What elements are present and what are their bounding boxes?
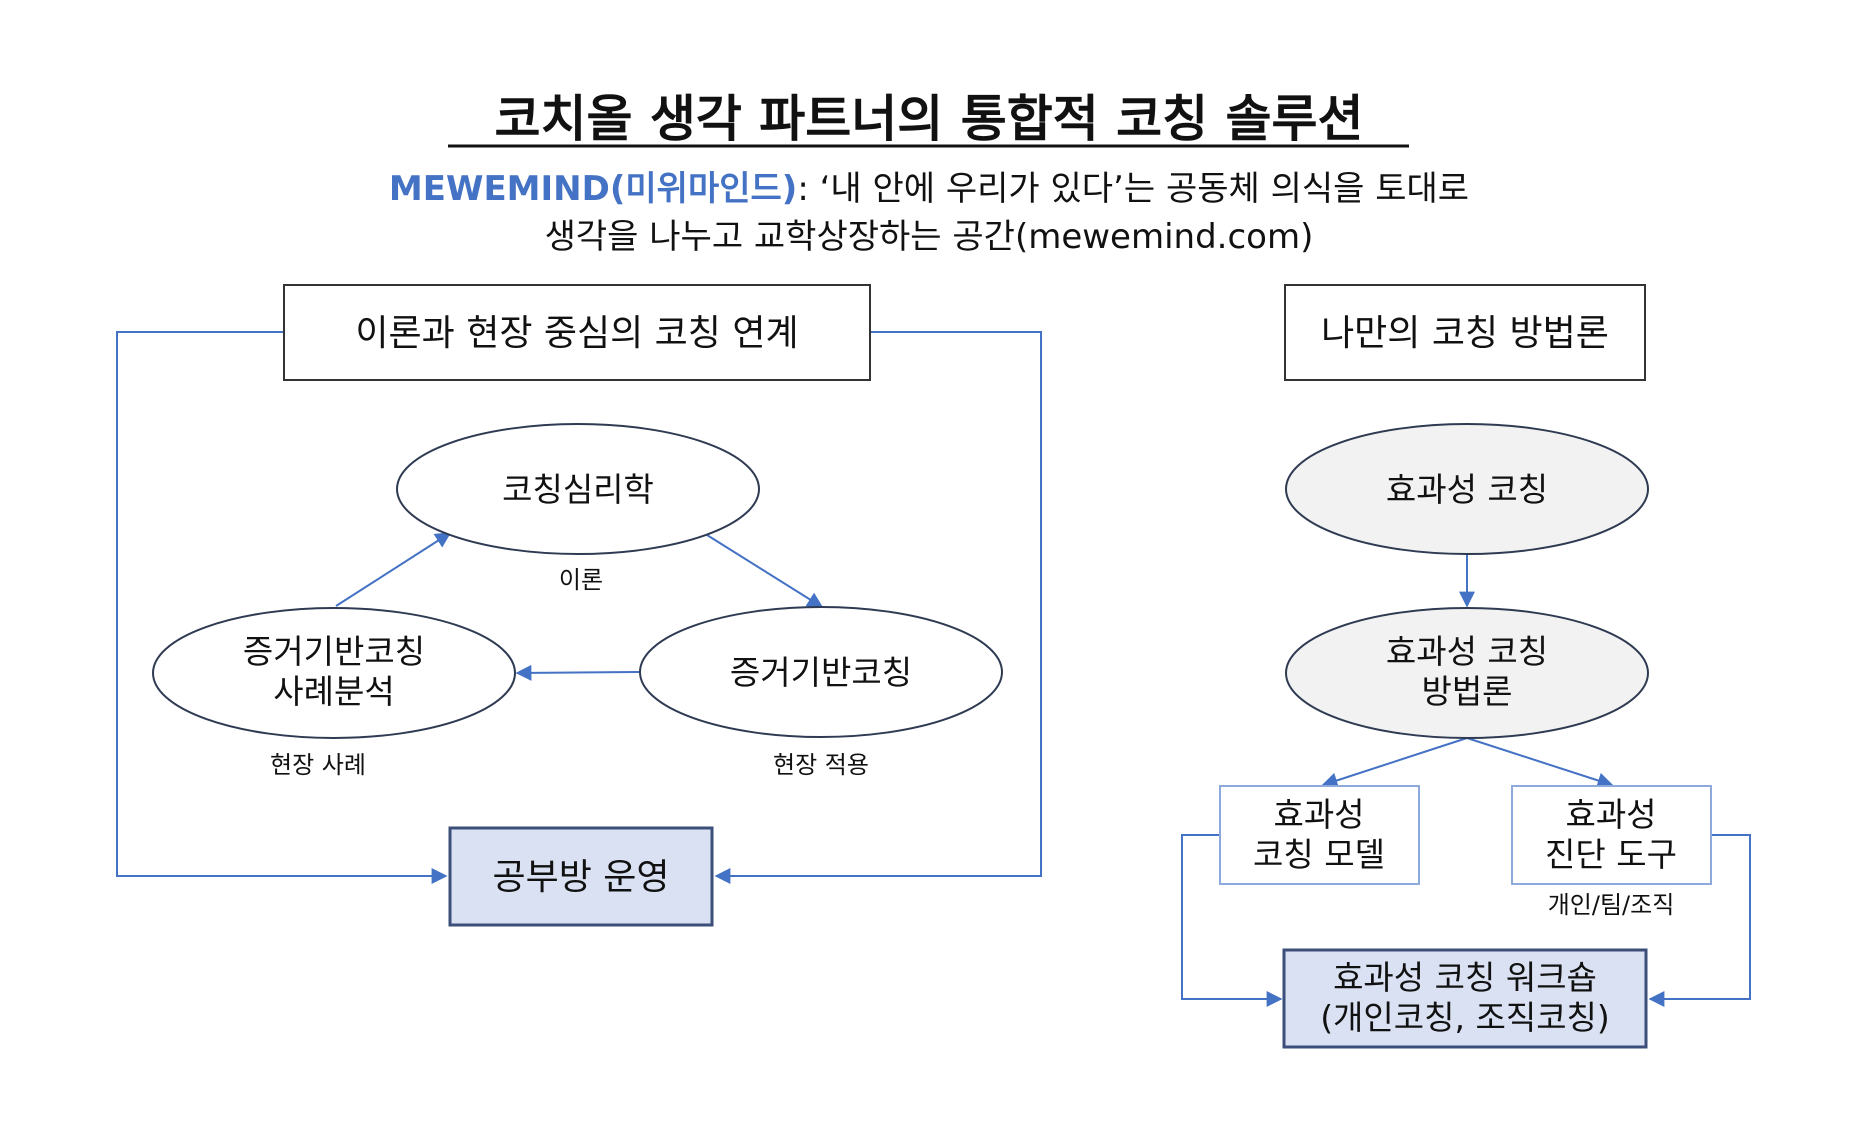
left-outer-connector <box>116 331 448 884</box>
arrow-tool-to-workshop <box>1648 834 1751 1007</box>
node-methodology-line2: 방법론 <box>1421 672 1512 711</box>
node-coaching-psychology-label: 코칭심리학 <box>502 470 654 509</box>
page-title: 코치올 생각 파트너의 통합적 코칭 솔루션 <box>494 90 1363 148</box>
node-coaching-psychology: 코칭심리학 <box>396 423 760 555</box>
brand-name: MEWEMIND(미위마인드) <box>389 169 797 209</box>
study-group-box: 공부방 운영 <box>448 826 714 927</box>
node-methodology-line1: 효과성 코칭 <box>1386 632 1548 671</box>
workshop-line2: (개인코칭, 조직코칭) <box>1320 998 1610 1037</box>
tool-scope-note: 개인/팀/조직 <box>1548 891 1675 919</box>
model-line1: 효과성 <box>1273 795 1364 834</box>
arrow-methodology-to-model <box>1321 737 1468 789</box>
right-header-box: 나만의 코칭 방법론 <box>1284 284 1646 381</box>
arrow-theory-to-practice <box>706 534 824 608</box>
title-group: 코치올 생각 파트너의 통합적 코칭 솔루션 <box>448 90 1409 148</box>
subtitle-line-2: 생각을 나누고 교학상장하는 공간(mewemind.com) <box>545 217 1314 257</box>
node-effective-coaching-methodology: 효과성 코칭 방법론 <box>1285 607 1649 739</box>
arrow-methodology-to-tool <box>1466 737 1614 789</box>
label-field-application: 현장 적용 <box>773 751 869 779</box>
label-field-case: 현장 사례 <box>270 751 366 779</box>
subtitle-line-1: MEWEMIND(미위마인드): ‘내 안에 우리가 있다’는 공동체 의식을 … <box>389 169 1469 209</box>
effective-coaching-model-box: 효과성 코칭 모델 <box>1219 785 1420 885</box>
effective-diagnostic-tool-box: 효과성 진단 도구 <box>1511 785 1712 885</box>
model-line2: 코칭 모델 <box>1253 835 1385 874</box>
arrow-practice-to-case <box>515 664 641 681</box>
node-case-analysis-line2: 사례분석 <box>273 672 394 711</box>
arrow-case-to-theory <box>335 532 452 607</box>
subtitle-group: MEWEMIND(미위마인드): ‘내 안에 우리가 있다’는 공동체 의식을 … <box>389 169 1469 257</box>
tool-line2: 진단 도구 <box>1545 835 1677 874</box>
tool-line1: 효과성 <box>1565 795 1656 834</box>
node-evidence-based-coaching: 증거기반코칭 <box>639 606 1003 738</box>
label-theory: 이론 <box>559 566 603 594</box>
subtitle-line-1-rest: : ‘내 안에 우리가 있다’는 공동체 의식을 토대로 <box>797 169 1469 209</box>
node-case-analysis-line1: 증거기반코칭 <box>243 632 425 671</box>
study-group-label: 공부방 운영 <box>492 857 669 898</box>
workshop-line1: 효과성 코칭 워크숍 <box>1333 958 1597 997</box>
left-header-label: 이론과 현장 중심의 코칭 연계 <box>355 313 798 354</box>
arrow-model-to-workshop <box>1181 834 1283 1007</box>
node-case-analysis: 증거기반코칭 사례분석 <box>152 607 516 739</box>
effective-coaching-workshop-box: 효과성 코칭 워크숍 (개인코칭, 조직코칭) <box>1282 948 1648 1049</box>
node-evidence-based-coaching-label: 증거기반코칭 <box>730 653 912 692</box>
right-header-label: 나만의 코칭 방법론 <box>1321 313 1609 354</box>
node-effective-coaching-label: 효과성 코칭 <box>1386 470 1548 509</box>
node-effective-coaching: 효과성 코칭 <box>1285 423 1649 555</box>
left-header-box: 이론과 현장 중심의 코칭 연계 <box>283 284 871 381</box>
right-outer-connector <box>714 331 1042 884</box>
